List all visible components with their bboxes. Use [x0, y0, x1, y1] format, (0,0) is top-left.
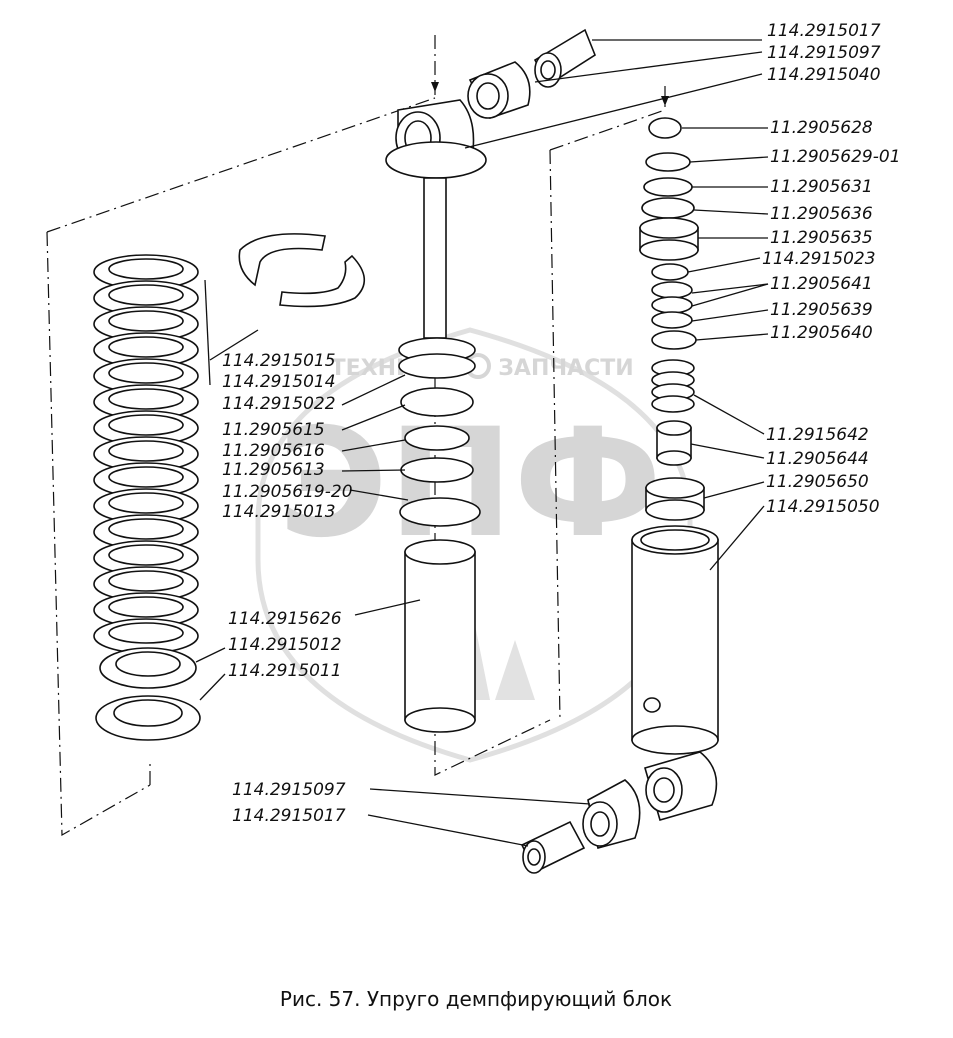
part-label: 114.2915097 [767, 43, 881, 63]
part-label: 11.2905640 [770, 323, 873, 343]
part-label: 114.2915013 [222, 502, 336, 522]
part-label: 114.2915050 [766, 497, 880, 517]
labels-bottom: 114.2915097 114.2915017 [232, 780, 346, 826]
part-label: 11.2905616 [222, 441, 325, 461]
part-label: 11.2905615 [222, 420, 325, 440]
part-label: 114.2915097 [232, 780, 346, 800]
watermark-right-word: ЗАПЧАСТИ [498, 356, 633, 381]
lower-eye-bushings [520, 751, 718, 874]
labels-top-right: 114.2915017 114.2915097 114.2915040 [767, 21, 881, 85]
part-label: 114.2915023 [762, 249, 876, 269]
part-label: 11.2905644 [766, 449, 869, 469]
leader-lines [195, 39, 769, 847]
part-label: 11.2915642 [766, 425, 869, 445]
part-label: 114.2915017 [767, 21, 881, 41]
part-label: 114.2915014 [222, 372, 336, 392]
top-bushings [467, 28, 596, 119]
part-label: 11.2905635 [770, 228, 873, 248]
part-label: 11.2905641 [770, 274, 873, 294]
part-label: 11.2905629-01 [770, 147, 901, 167]
part-label: 114.2915015 [222, 351, 336, 371]
part-label: 114.2915022 [222, 394, 336, 414]
part-label: 11.2905628 [770, 118, 873, 138]
part-label: 11.2905639 [770, 300, 873, 320]
part-label: 11.2905650 [766, 472, 869, 492]
valve-stack [631, 117, 719, 755]
part-label: 114.2915040 [767, 65, 881, 85]
coil-spring [93, 254, 201, 741]
watermark-logo: ЭПФ [278, 397, 662, 571]
part-label: 11.2905619-20 [222, 482, 353, 502]
part-label: 11.2905636 [770, 204, 873, 224]
labels-left-lower: 114.2915626 114.2915012 114.2915011 [228, 609, 342, 681]
part-label: 114.2915012 [228, 635, 342, 655]
labels-right-column: 11.2905628 11.2905629-01 11.2905631 11.2… [762, 118, 901, 517]
part-label: 11.2905613 [222, 460, 325, 480]
part-label: 114.2915011 [228, 661, 342, 681]
upper-eye-rod [385, 99, 487, 733]
part-label: 114.2915017 [232, 806, 346, 826]
part-label: 11.2905631 [770, 177, 873, 197]
part-label: 114.2915626 [228, 609, 342, 629]
split-ring-halves [238, 233, 366, 308]
labels-middle: 114.2915015 114.2915014 114.2915022 11.2… [222, 351, 353, 522]
figure-caption: Рис. 57. Упруго демпфирующий блок [280, 987, 672, 1011]
